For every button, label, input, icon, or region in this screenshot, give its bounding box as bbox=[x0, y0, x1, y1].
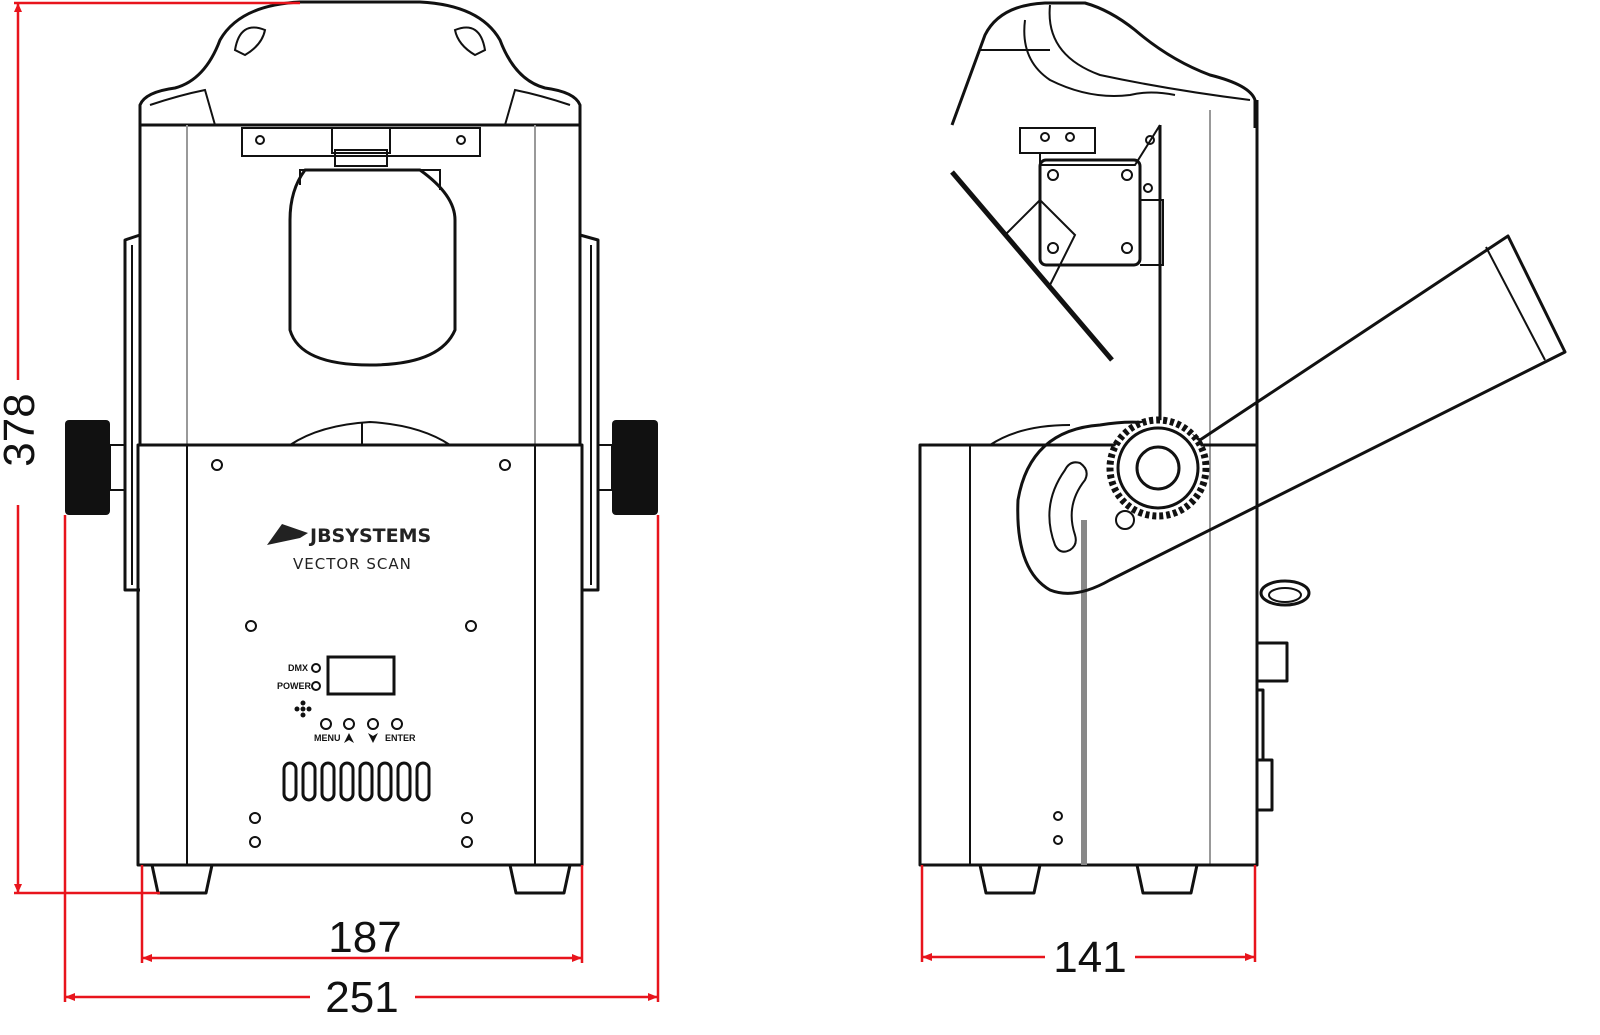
ventilation-slots bbox=[282, 761, 431, 802]
brand-logo: JBSYSTEMS bbox=[267, 524, 431, 547]
menu-button[interactable] bbox=[320, 718, 332, 730]
dmx-label: DMX bbox=[288, 663, 308, 673]
front-foot-left bbox=[150, 864, 214, 895]
front-foot-right bbox=[508, 864, 572, 895]
up-button[interactable] bbox=[343, 718, 355, 730]
side-view bbox=[918, 1, 1567, 895]
body-width-label: 187 bbox=[328, 913, 401, 962]
side-head bbox=[950, 1, 1257, 128]
front-barrel bbox=[288, 168, 457, 367]
yoke-bracket bbox=[241, 127, 481, 157]
down-button[interactable] bbox=[367, 718, 379, 730]
height-label: 378 bbox=[0, 393, 44, 466]
rear-connectors bbox=[1255, 579, 1311, 812]
ir-sensor-icon bbox=[294, 700, 312, 718]
front-upper-body bbox=[138, 123, 582, 447]
total-width-label: 251 bbox=[325, 973, 398, 1022]
model-name: VECTOR SCAN bbox=[293, 555, 412, 573]
logo-mark-icon bbox=[267, 524, 308, 545]
dmx-led bbox=[311, 663, 321, 673]
dimension-total-width: 251 bbox=[63, 515, 660, 1022]
dimension-height: 378 bbox=[0, 1, 300, 895]
dimension-depth: 141 bbox=[920, 865, 1257, 982]
side-foot-front bbox=[978, 864, 1042, 895]
side-foot-rear bbox=[1135, 864, 1199, 895]
dimension-body-width: 187 bbox=[140, 865, 584, 963]
menu-label: MENU bbox=[314, 733, 341, 743]
right-tilt-knob bbox=[597, 420, 658, 515]
tilt-arm bbox=[1016, 234, 1567, 595]
front-view: JBSYSTEMS VECTOR SCAN DMX POWER MENU ENT… bbox=[65, 0, 658, 895]
up-arrow-icon bbox=[344, 733, 354, 743]
brand-name: JBSYSTEMS bbox=[308, 525, 431, 547]
control-panel: DMX POWER MENU ENTER bbox=[277, 655, 416, 743]
depth-label: 141 bbox=[1053, 933, 1126, 982]
enter-label: ENTER bbox=[385, 733, 416, 743]
enter-button[interactable] bbox=[391, 718, 403, 730]
tilt-gear bbox=[1106, 416, 1210, 520]
mirror-motor bbox=[1038, 158, 1142, 267]
left-tilt-knob bbox=[65, 420, 126, 515]
down-arrow-icon bbox=[368, 733, 378, 743]
lcd-display bbox=[326, 655, 396, 696]
front-head-dome bbox=[138, 0, 582, 125]
power-led bbox=[311, 681, 321, 691]
power-label: POWER bbox=[277, 681, 312, 691]
right-bracket bbox=[579, 233, 600, 592]
front-lower-body bbox=[136, 443, 584, 867]
left-bracket bbox=[123, 233, 141, 592]
